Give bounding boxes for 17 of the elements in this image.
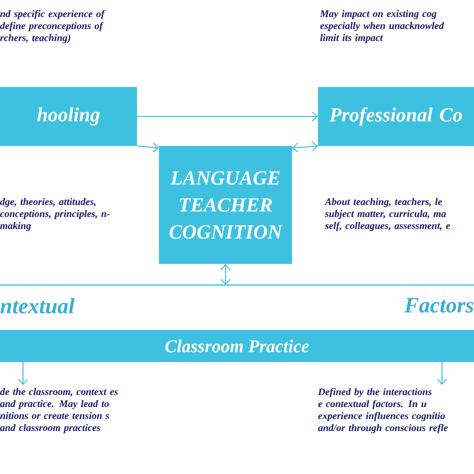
title-box: hooling: [0, 87, 137, 146]
arrow: [136, 142, 159, 152]
title-box: LANGUAGE TEACHER COGNITION: [159, 146, 292, 264]
arrow: [292, 141, 318, 153]
description-text: May impact on existing cog especially when unacknowled limit its impact: [320, 10, 444, 44]
context-region: ntextual Factors: [0, 284, 474, 314]
description-text: About teaching, teachers, le subject matter, curricula, ma self, colleagues, assessment, e: [324, 198, 450, 232]
title-box: Professional Co: [318, 87, 474, 146]
description-text: dge, theories, attitudes, conceptions, principles, n-making: [0, 198, 110, 232]
description-text: Defined by the interactions e contextual factors. In u experience influences cognitio and/or through conscious refle: [318, 388, 448, 434]
description-text: de the classroom, context es and practice. May lead to nitions or create tension s and classroom practices: [0, 388, 118, 434]
arrow: [437, 362, 447, 385]
arrow: [220, 264, 230, 285]
description-text: nd specific experience of define preconceptions of rchers, teaching): [0, 10, 106, 44]
arrow: [18, 362, 28, 385]
arrow: [136, 112, 318, 122]
title-band: Classroom Practice: [0, 330, 474, 362]
